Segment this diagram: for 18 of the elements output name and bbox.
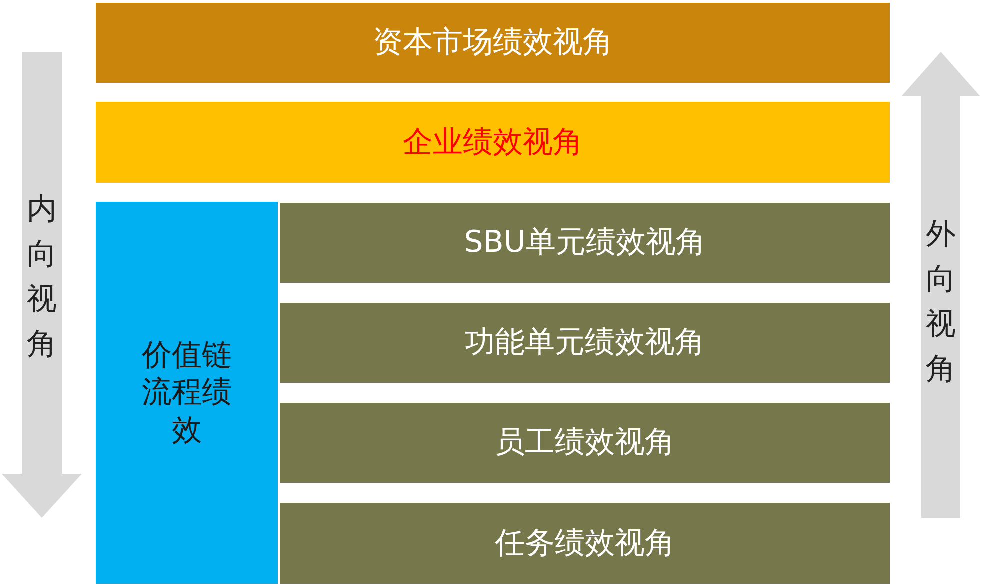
- perspective-band: [96, 102, 890, 183]
- band-label: 功能单元绩效视角: [465, 324, 705, 362]
- direction-arrow: [2, 52, 82, 518]
- perspective-band: [280, 303, 890, 383]
- arrow-label: 外向视角: [926, 216, 956, 389]
- band-label: 资本市场绩效视角: [373, 24, 613, 62]
- band-label: SBU单元绩效视角: [464, 224, 706, 262]
- band-label: 任务绩效视角: [495, 524, 675, 562]
- band-label: 价值链流程绩效: [142, 336, 232, 450]
- perspective-band: [280, 203, 890, 283]
- band-label: 企业绩效视角: [403, 124, 583, 162]
- perspective-band: [280, 503, 890, 584]
- perspective-band: [280, 403, 890, 483]
- direction-arrow: [902, 52, 980, 518]
- perspective-band: [96, 3, 890, 83]
- band-label: 员工绩效视角: [495, 424, 675, 462]
- arrow-label: 内向视角: [27, 191, 57, 364]
- perspective-band: [96, 202, 278, 584]
